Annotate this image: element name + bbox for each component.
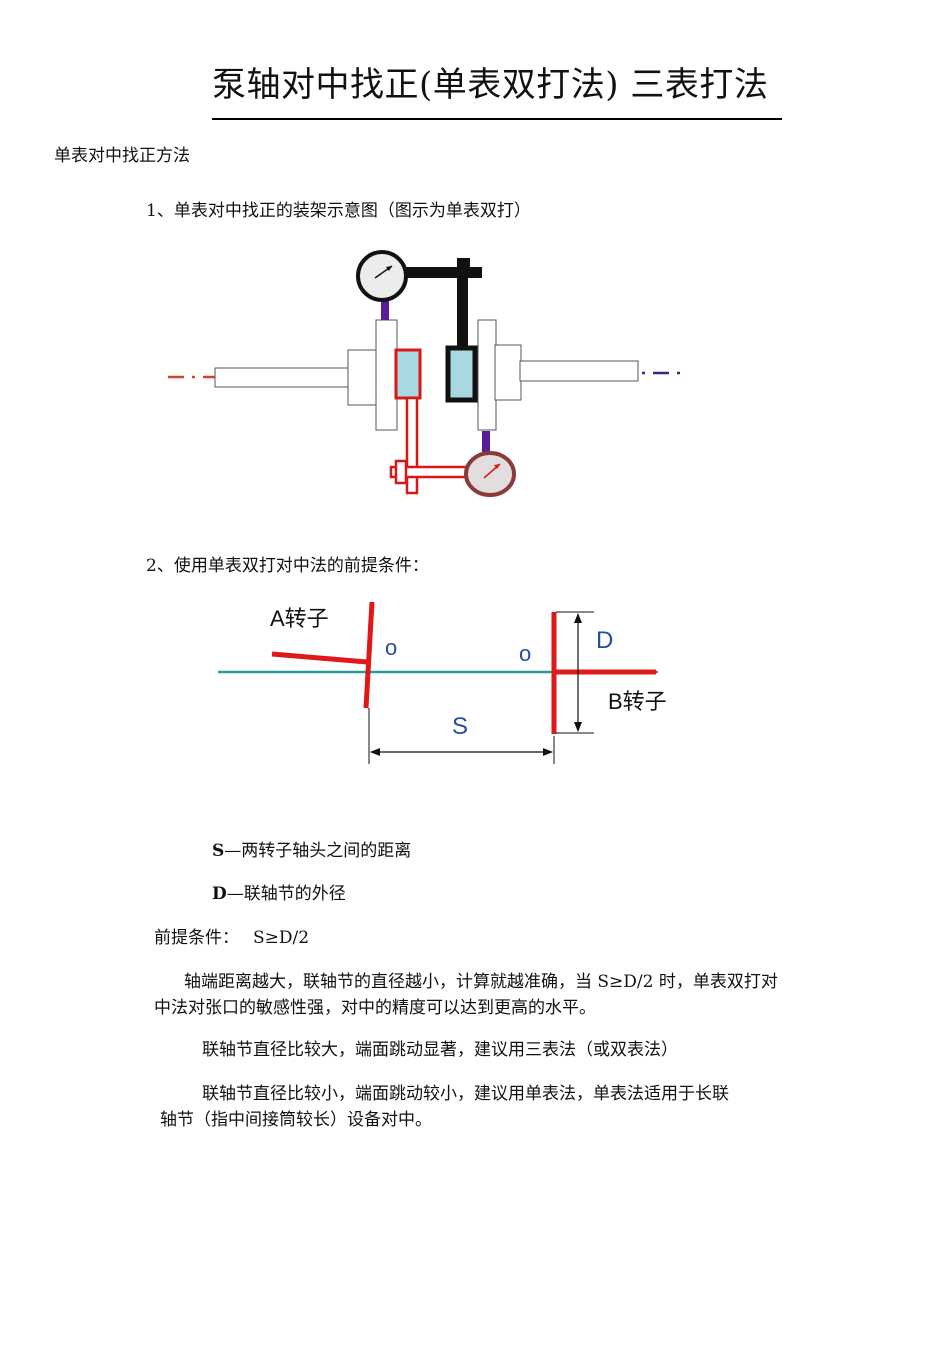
definition-s-text: —两转子轴头之间的距离 — [224, 841, 412, 861]
item-2-caption: 2、使用单表双打对中法的前提条件： — [146, 556, 429, 576]
black-bracket — [400, 258, 482, 403]
paragraph-3-line-2: 轴节（指中间接筒较长）设备对中。 — [160, 1110, 432, 1130]
rotor-a-face — [363, 601, 375, 709]
red-bracket — [389, 348, 473, 495]
rotor-distance-diagram: A转子 B转子 o o D S — [218, 601, 667, 764]
distance-label: S — [452, 713, 468, 740]
rotor-a-label: A转子 — [270, 606, 329, 631]
right-hub — [494, 344, 522, 401]
paragraph-2: 联轴节直径比较大，端面跳动显著，建议用三表法（或双表法） — [202, 1040, 678, 1060]
diameter-dimension — [556, 611, 594, 734]
left-shaft — [214, 367, 351, 388]
definition-d-key: D — [212, 884, 227, 904]
precondition: 前提条件： S≥D/2 — [154, 926, 309, 950]
right-shaft — [519, 360, 639, 382]
distance-dimension — [368, 708, 555, 764]
diameter-label: D — [596, 627, 613, 654]
precondition-value: S≥D/2 — [253, 928, 310, 948]
paragraph-3-line-1: 联轴节直径比较小，端面跳动较小，建议用单表法，单表法适用于长联 — [202, 1084, 729, 1104]
top-gauge-stem — [381, 296, 389, 320]
top-dial-gauge-icon — [356, 250, 408, 302]
alignment-setup-diagram — [168, 250, 682, 497]
bottom-dial-gauge-icon — [464, 451, 516, 497]
page-title: 泵轴对中找正(单表双打法) 三表打法 — [212, 62, 782, 120]
left-hub — [347, 349, 378, 406]
point-o-label: o — [385, 635, 397, 660]
rotor-b-label: B转子 — [608, 689, 667, 714]
item-1-caption: 1、单表对中找正的装架示意图（图示为单表双打） — [146, 201, 531, 221]
bottom-gauge-stem — [482, 431, 490, 455]
definition-s-key: S — [212, 841, 225, 861]
right-coupling-flange — [477, 319, 497, 431]
section-heading: 单表对中找正方法 — [54, 146, 190, 166]
definition-s: S—两转子轴头之间的距离 — [212, 839, 411, 863]
precondition-label: 前提条件： — [154, 928, 239, 948]
left-coupling-flange — [375, 319, 398, 431]
paragraph-1-line-1: 轴端距离越大，联轴节的直径越小，计算就越准确，当 S≥D/2 时，单表双打对 — [184, 972, 778, 992]
point-o-prime-label: o — [519, 641, 531, 666]
definition-d-text: —联轴节的外径 — [226, 884, 346, 904]
definition-d: D—联轴节的外径 — [212, 882, 346, 906]
rotor-a-shaft — [271, 651, 368, 665]
paragraph-1-line-2: 中法对张口的敏感性强，对中的精度可以达到更高的水平。 — [154, 998, 596, 1018]
